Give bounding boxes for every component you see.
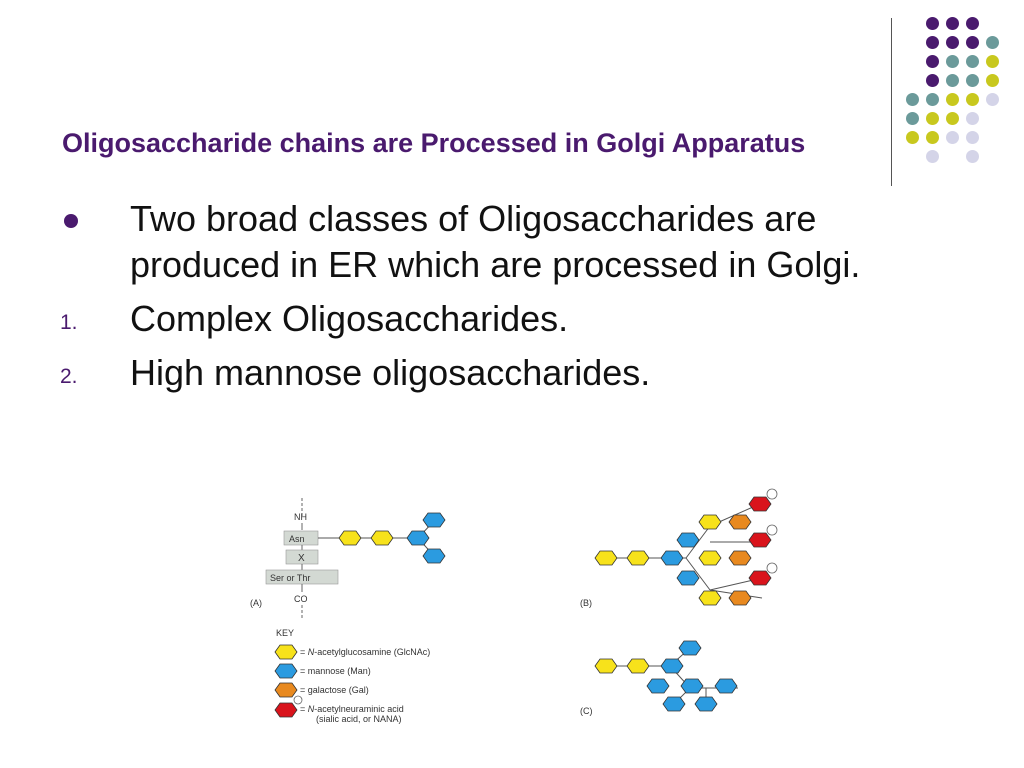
- slide-title: Oligosaccharide chains are Processed in …: [62, 128, 806, 158]
- galactose-hexagon: [728, 514, 752, 530]
- key-nana-text-line2: (sialic acid, or NANA): [316, 714, 402, 724]
- panel-c-label: (C): [580, 706, 593, 716]
- decorative-dot: [906, 93, 919, 106]
- glcnac-hexagon: [698, 590, 722, 606]
- mannose-hexagon: [660, 550, 684, 566]
- galactose-hexagon: [728, 590, 752, 606]
- bullet-list: Two broad classes of Oligosaccharides ar…: [60, 196, 920, 396]
- numbered-item: 2. High mannose oligosaccharides.: [60, 350, 920, 396]
- decorative-dot: [986, 36, 999, 49]
- glcnac-hexagon: [370, 530, 394, 546]
- galactose-hexagon: [728, 550, 752, 566]
- mannose-hexagon: [422, 512, 446, 528]
- negative-charge-icon: [766, 562, 778, 574]
- glcnac-hexagon: [698, 514, 722, 530]
- decorative-dot: [986, 93, 999, 106]
- mannose-hexagon: [678, 640, 702, 656]
- decorative-dot: [966, 93, 979, 106]
- decorative-dot: [926, 55, 939, 68]
- decorative-dot: [926, 112, 939, 125]
- panel-a: NH Asn X Ser or Thr CO (A): [250, 498, 446, 618]
- decorative-dot: [926, 17, 939, 30]
- decorative-dot: [946, 112, 959, 125]
- mannose-hexagon: [662, 696, 686, 712]
- panel-b-label: (B): [580, 598, 592, 608]
- decorative-dot: [946, 55, 959, 68]
- decorative-dot: [946, 36, 959, 49]
- x-label: X: [298, 553, 305, 564]
- negative-charge-icon: [293, 695, 303, 705]
- decorative-dot: [966, 17, 979, 30]
- decorative-dot: [926, 36, 939, 49]
- mannose-hexagon: [422, 548, 446, 564]
- key-nana-text: = N-acetylneuraminic acid: [300, 704, 404, 714]
- sialic-acid-key-hexagon: [274, 702, 298, 718]
- panel-b: (B): [580, 488, 778, 608]
- decorative-dot: [946, 74, 959, 87]
- figure-key: KEY = N-acetylglucosamine (GlcNAc) = man…: [274, 628, 430, 724]
- key-galactose-text: = galactose (Gal): [300, 685, 369, 695]
- mannose-hexagon: [646, 678, 670, 694]
- key-glcnac-text: = N-acetylglucosamine (GlcNAc): [300, 647, 430, 657]
- panel-c: (C): [580, 640, 738, 716]
- divider-line: [891, 18, 892, 186]
- decorative-dot: [906, 131, 919, 144]
- decorative-dot: [946, 17, 959, 30]
- negative-charge-icon: [766, 488, 778, 500]
- glcnac-hexagon: [626, 658, 650, 674]
- negative-charge-icon: [766, 524, 778, 536]
- oligosaccharide-figure: NH Asn X Ser or Thr CO (A): [250, 488, 778, 724]
- glcnac-hexagon: [594, 658, 618, 674]
- decorative-dot: [926, 131, 939, 144]
- decorative-dot: [926, 93, 939, 106]
- mannose-hexagon: [676, 570, 700, 586]
- nh-label: NH: [294, 512, 307, 522]
- item-number: 1.: [60, 311, 78, 334]
- bullet-dot: [64, 214, 78, 228]
- decorative-dot: [946, 93, 959, 106]
- glcnac-hexagon: [594, 550, 618, 566]
- decorative-dot: [926, 74, 939, 87]
- decorative-dot: [966, 36, 979, 49]
- decorative-dot: [946, 131, 959, 144]
- item-text: High mannose oligosaccharides.: [130, 352, 651, 393]
- sialic-acid-hexagon: [748, 532, 772, 548]
- item-number: 2.: [60, 365, 78, 388]
- decorative-dot: [966, 131, 979, 144]
- panel-a-label: (A): [250, 598, 262, 608]
- decorative-dot: [986, 74, 999, 87]
- decorative-dot: [926, 150, 939, 163]
- co-label: CO: [294, 594, 308, 604]
- mannose-hexagon: [714, 678, 738, 694]
- item-text: Complex Oligosaccharides.: [130, 298, 569, 339]
- sialic-acid-hexagon: [748, 570, 772, 586]
- key-title: KEY: [276, 628, 294, 638]
- galactose-key-hexagon: [274, 682, 298, 698]
- glcnac-hexagon: [626, 550, 650, 566]
- sialic-acid-hexagon: [748, 496, 772, 512]
- decorative-dot: [966, 150, 979, 163]
- ser-thr-label: Ser or Thr: [270, 573, 310, 583]
- bullet-item: Two broad classes of Oligosaccharides ar…: [60, 196, 920, 288]
- bullet-text: Two broad classes of Oligosaccharides ar…: [130, 198, 861, 285]
- decorative-dot: [986, 55, 999, 68]
- key-mannose-text: = mannose (Man): [300, 666, 371, 676]
- mannose-hexagon: [694, 696, 718, 712]
- mannose-hexagon: [676, 532, 700, 548]
- glcnac-hexagon: [338, 530, 362, 546]
- decorative-dot: [966, 55, 979, 68]
- decorative-dot: [966, 112, 979, 125]
- glcnac-key-hexagon: [274, 644, 298, 660]
- asn-label: Asn: [289, 534, 305, 544]
- numbered-item: 1. Complex Oligosaccharides.: [60, 296, 920, 342]
- decorative-dot: [906, 112, 919, 125]
- mannose-hexagon: [660, 658, 684, 674]
- mannose-key-hexagon: [274, 663, 298, 679]
- mannose-hexagon: [406, 530, 430, 546]
- glcnac-hexagon: [698, 550, 722, 566]
- mannose-hexagon: [680, 678, 704, 694]
- decorative-dot: [966, 74, 979, 87]
